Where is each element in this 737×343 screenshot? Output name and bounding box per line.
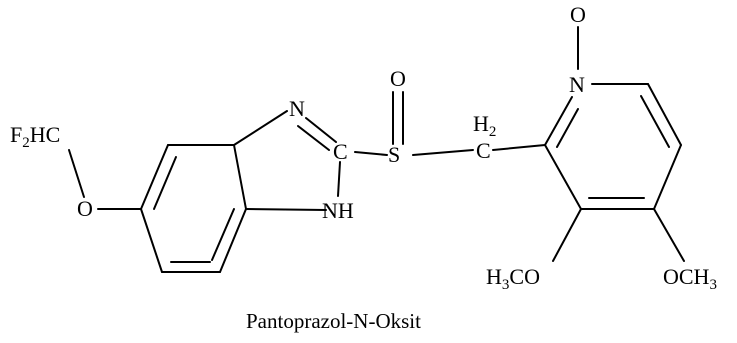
atom-difluoromethyl: F2HC bbox=[10, 122, 60, 151]
pyridine-bond-c6-c5-inner bbox=[640, 95, 670, 148]
bond-c3-och3-left bbox=[552, 208, 582, 262]
pyridine-bond-c3-c2 bbox=[544, 144, 582, 210]
bond-ring-n3 bbox=[233, 110, 288, 146]
pyridine-bond-c2-n-inner bbox=[556, 108, 579, 148]
atom-amine-nh: NH bbox=[322, 198, 354, 223]
benzene-bond-3 bbox=[233, 144, 247, 210]
pyridine-bond-c2-n bbox=[544, 96, 573, 146]
bond-ch2-ring bbox=[492, 144, 546, 151]
benzene-bond-1-inner bbox=[153, 156, 177, 210]
bond-c4-och3-right bbox=[653, 208, 685, 262]
bond-n3-c2-b bbox=[297, 125, 330, 151]
atom-imine-n: N bbox=[289, 96, 305, 121]
atom-methylene: H2 bbox=[473, 111, 496, 140]
atom-methoxy-left: H3CO bbox=[486, 264, 540, 293]
bond-nh-ring bbox=[245, 208, 327, 211]
bond-c2-s bbox=[354, 151, 388, 156]
bond-s-ch2 bbox=[412, 149, 474, 156]
benzene-bond-6 bbox=[140, 208, 163, 273]
atom-carbon-c2: C bbox=[333, 139, 348, 164]
bond-chf2-o bbox=[68, 149, 85, 198]
atom-n-oxide-o: O bbox=[570, 2, 586, 27]
benzene-bond-1 bbox=[140, 144, 169, 210]
bond-n3-c2-a bbox=[305, 117, 337, 143]
atom-pyridine-n: N bbox=[569, 72, 585, 97]
atom-sulfoxide-o: O bbox=[390, 66, 406, 91]
atom-methoxy-right: OCH3 bbox=[663, 264, 717, 293]
benzene-bond-4 bbox=[219, 208, 247, 273]
atom-ether-oxygen: O bbox=[77, 196, 93, 221]
bonds bbox=[68, 26, 685, 273]
atom-methylene-c: C bbox=[476, 138, 491, 163]
pyridine-bond-c5-c4 bbox=[653, 144, 682, 210]
benzene-bond-4-inner bbox=[211, 208, 235, 261]
atom-labels: F2HC O N C NH S O H2 C N O H3CO OCH3 bbox=[10, 2, 717, 293]
atom-sulfur: S bbox=[388, 142, 400, 167]
compound-caption: Pantoprazol-N-Oksit bbox=[246, 309, 421, 333]
pyridine-bond-c6-c5 bbox=[647, 83, 682, 146]
bond-c2-nh bbox=[337, 161, 341, 197]
